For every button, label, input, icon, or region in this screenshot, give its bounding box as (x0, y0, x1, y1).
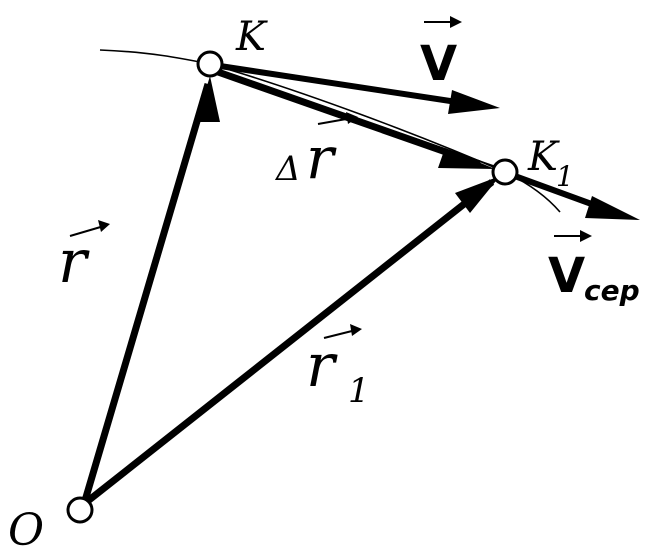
radius1-label-overarrow-head (350, 324, 362, 336)
label-radius1-subscript: 1 (348, 371, 370, 411)
average-velocity-label-overarrow-head (580, 230, 592, 242)
label-delta-r: r (306, 124, 337, 192)
radius-label-overarrow-head (98, 220, 110, 232)
label-radius: r (58, 227, 90, 297)
average-velocity-vector-arrowhead (585, 196, 640, 220)
velocity-vector (219, 63, 471, 107)
label-radius1-group: r 1 (306, 324, 370, 411)
label-velocity-group: V (420, 16, 462, 92)
label-point-k1-subscript: 1 (556, 160, 574, 193)
radius-vector-r1-arrowhead (455, 176, 500, 213)
radius-vector-r-arrowhead (196, 76, 220, 122)
label-radius-group: r (58, 220, 110, 297)
label-radius1: r (306, 331, 338, 401)
label-delta-prefix: Δ (274, 149, 301, 189)
radius-vector-r1 (81, 179, 495, 507)
delta-r-label-overarrow (317, 117, 353, 125)
label-delta-r-group: Δ r (274, 112, 358, 192)
radius1-label-overarrow (323, 329, 357, 339)
point-k1 (491, 158, 519, 186)
radius-label-overarrow (69, 225, 105, 237)
delta-r-label-overarrow-head (346, 112, 358, 124)
point-k (196, 50, 224, 78)
velocity-vector-arrowhead (448, 90, 500, 114)
trajectory-curve (99, 49, 561, 213)
label-origin: O (8, 505, 44, 556)
label-average-velocity-subscript: сер (584, 274, 640, 307)
label-velocity: V (420, 36, 457, 92)
label-point-k1: K (527, 134, 560, 180)
radius-vector-r (80, 83, 212, 505)
label-average-velocity-group: V сер (548, 230, 640, 307)
delta-r-vector-arrowhead (438, 148, 495, 169)
velocity-label-overarrow-head (450, 16, 462, 28)
label-average-velocity: V (548, 248, 585, 304)
origin-point (66, 496, 94, 524)
label-point-k: K (235, 14, 268, 60)
